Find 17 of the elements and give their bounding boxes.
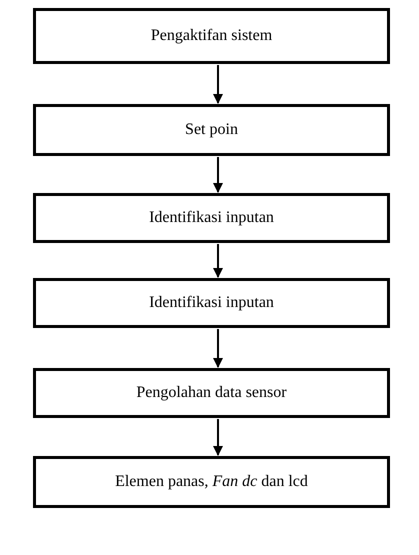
arrow xyxy=(213,157,223,193)
process-box xyxy=(33,278,390,328)
step-label: Set poin xyxy=(185,120,238,140)
step-label: Pengaktifan sistem xyxy=(150,26,272,46)
arrow xyxy=(213,244,223,278)
process-box xyxy=(33,8,390,64)
arrow xyxy=(213,65,223,104)
arrow xyxy=(213,419,223,456)
process-box xyxy=(33,104,390,156)
step-label: Elemen panas, Fan dc dan lcd xyxy=(115,472,308,492)
process-box xyxy=(33,193,390,243)
process-box xyxy=(33,456,390,508)
arrow xyxy=(213,329,223,368)
step-label: Pengolahan data sensor xyxy=(136,383,287,403)
step-label: Identifikasi inputan xyxy=(149,208,274,228)
step-label: Identifikasi inputan xyxy=(149,293,274,313)
process-box xyxy=(33,368,390,418)
